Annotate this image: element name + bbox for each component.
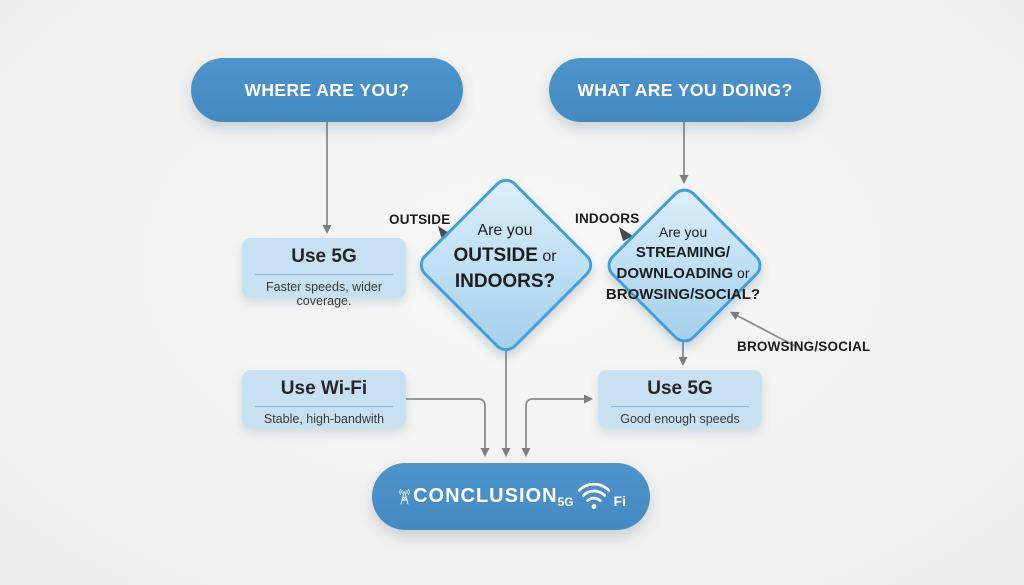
divider <box>255 406 393 407</box>
where-label: WHERE ARE YOU? <box>244 79 410 100</box>
decision-activity-text: Are you STREAMING/ DOWNLOADING or BROWSI… <box>593 222 773 305</box>
divider <box>611 406 749 407</box>
node-what-are-you-doing: WHAT ARE YOU DOING? <box>549 58 821 122</box>
wifi-5g-text: 5G <box>557 494 574 509</box>
node-conclusion: CONCLUSION 5G Fi <box>372 463 650 530</box>
decision-activity-line2: STREAMING/ <box>635 244 731 261</box>
use5g-outside-subtitle: Faster speeds, wider coverage. <box>265 280 383 308</box>
conclusion-label: CONCLUSION <box>413 485 558 507</box>
decision-activity-line4: BROWSING/SOCIAL? <box>605 286 761 303</box>
use5g-browsing-subtitle: Good enough speeds <box>620 412 740 426</box>
wifi-icon <box>577 482 610 509</box>
wifi-fi-text: Fi <box>613 492 626 509</box>
decision-location-text: Are you OUTSIDE or INDOORS? <box>415 218 595 295</box>
cell-tower-icon <box>399 488 410 504</box>
edge-label-browsing-social: BROWSING/SOCIAL <box>737 339 871 354</box>
node-use-5g-browsing: Use 5G Good enough speeds <box>598 370 762 428</box>
use5g-outside-title: Use 5G <box>291 246 357 267</box>
what-label: WHAT ARE YOU DOING? <box>577 79 793 100</box>
connector-browsing-label-to-decision <box>729 311 798 348</box>
decision-location-line1: Are you <box>477 222 533 239</box>
edge-label-outside: OUTSIDE <box>389 212 451 227</box>
decision-activity-line1: Are you <box>658 224 708 240</box>
decision-location-line3: INDOORS? <box>454 271 556 292</box>
decision-activity-line3: DOWNLOADING or <box>616 265 750 282</box>
use5g-browsing-title: Use 5G <box>647 378 713 399</box>
connector-usewifi-to-conclusion <box>406 398 490 457</box>
decision-location-line2: OUTSIDE or <box>453 245 557 266</box>
node-use-wifi: Use Wi-Fi Stable, high-bandwith <box>242 370 406 428</box>
use-wifi-subtitle: Stable, high-bandwith <box>263 412 385 426</box>
node-use-5g-outside: Use 5G Faster speeds, wider coverage. <box>242 238 406 308</box>
use-wifi-title: Use Wi-Fi <box>280 378 368 399</box>
divider <box>255 274 393 275</box>
node-where-are-you: WHERE ARE YOU? <box>191 58 463 122</box>
wifi-5g-icon-group: 5G Fi <box>557 482 626 511</box>
connector-elbow-to-use5g-right-and-conclusion <box>521 394 593 457</box>
edge-label-indoors: INDOORS <box>575 211 640 226</box>
